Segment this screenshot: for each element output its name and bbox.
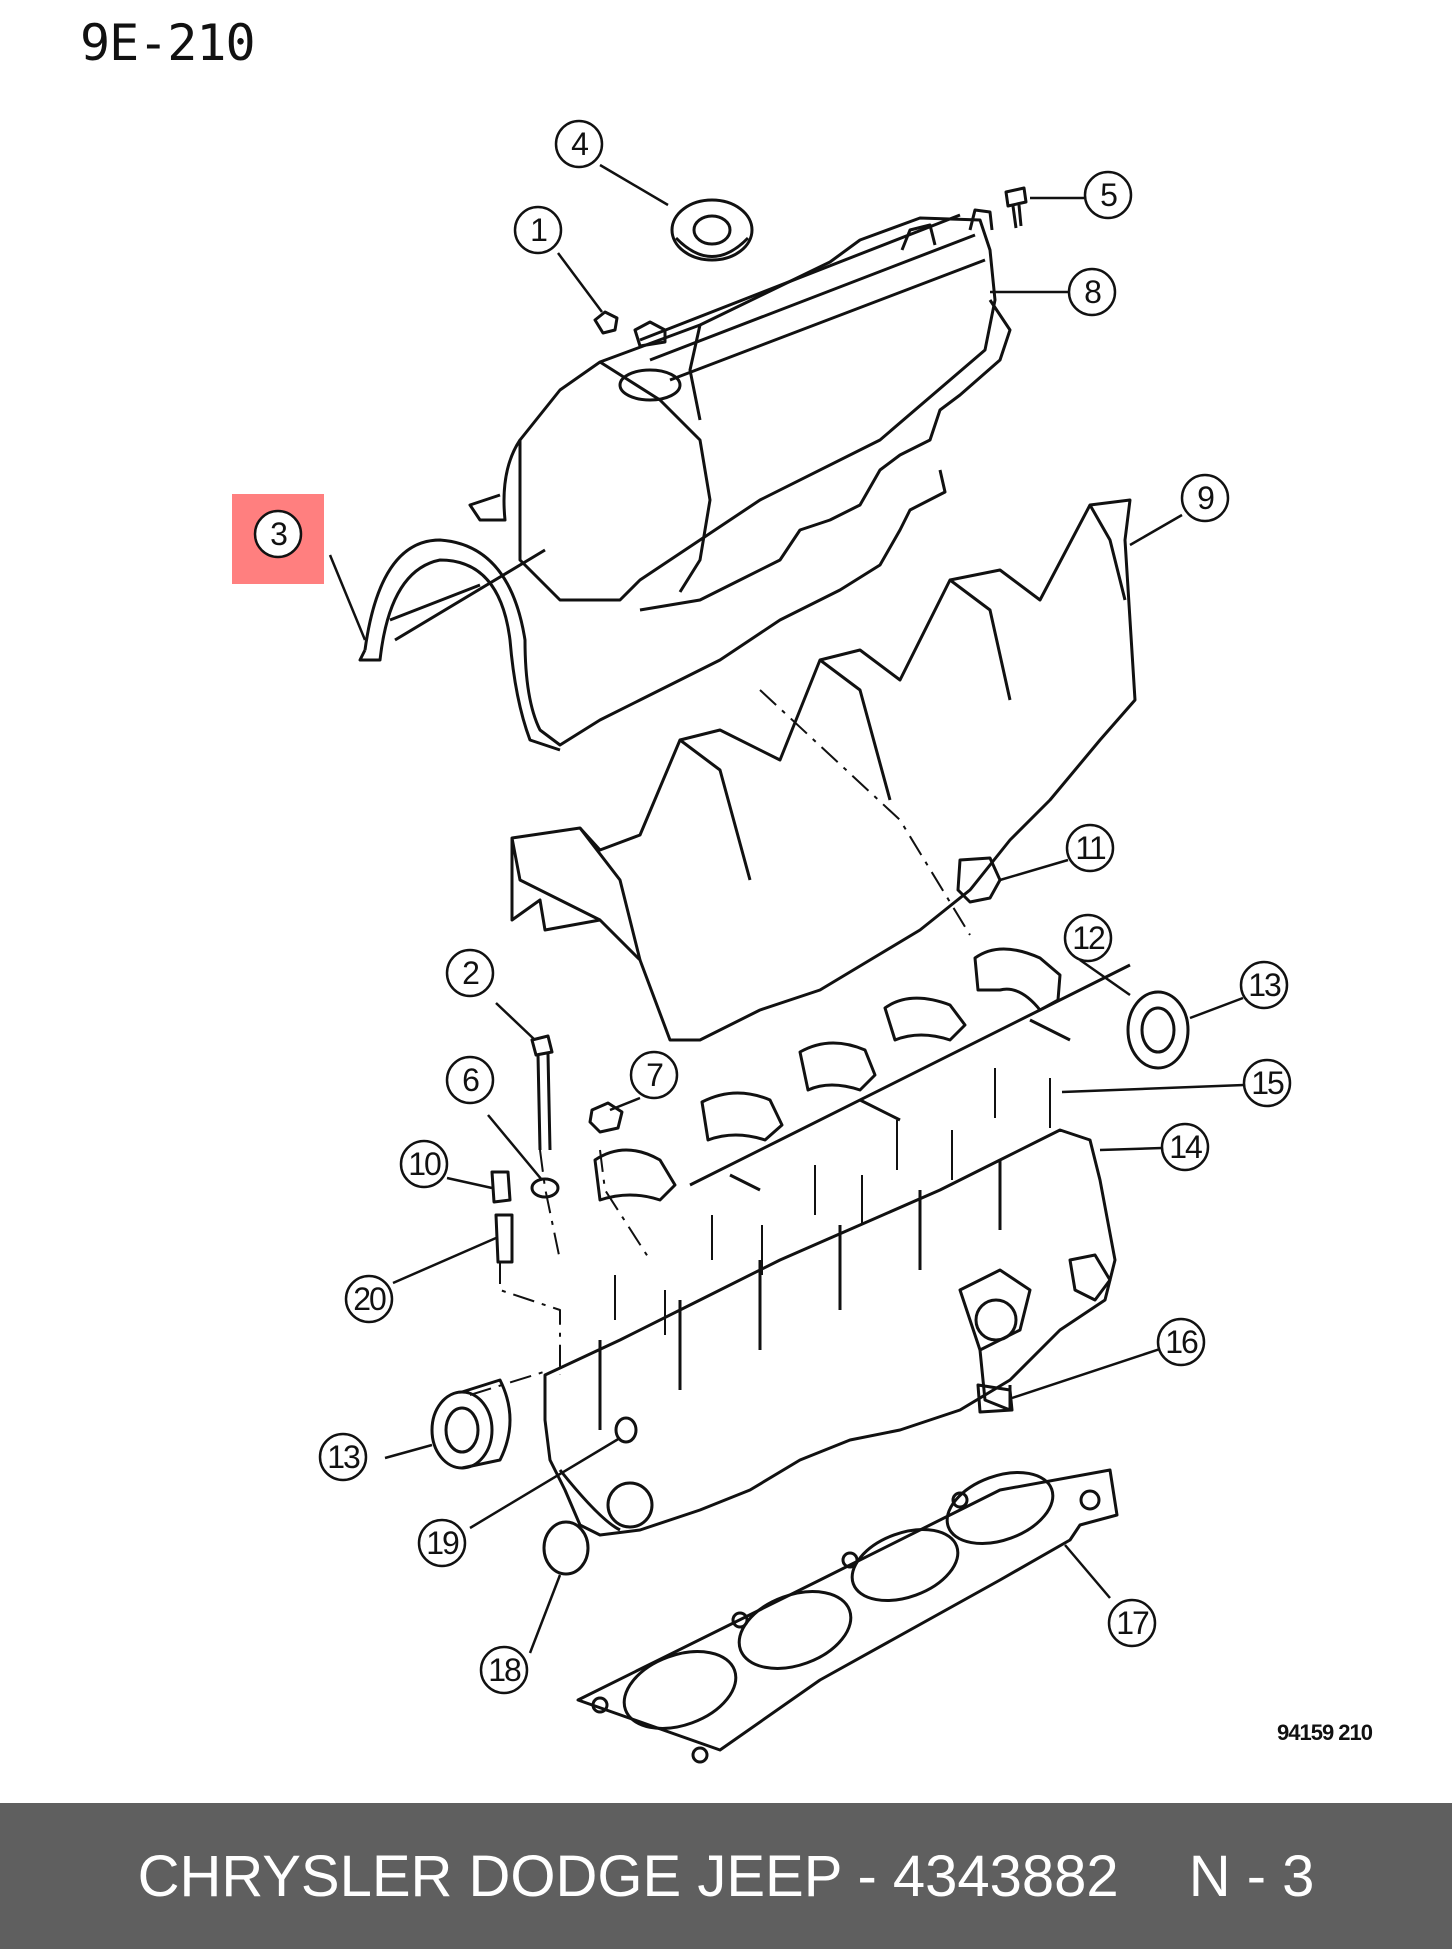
callout-number: 9	[1197, 480, 1214, 516]
callout-20: 20	[344, 1274, 394, 1324]
valve-cover-drawing	[468, 208, 1012, 612]
stud-drawing	[490, 1170, 512, 1204]
dowel-drawing	[976, 1383, 1014, 1414]
callout-19: 19	[417, 1518, 467, 1568]
callout-1: 1	[513, 205, 563, 255]
callout-number: 13	[1248, 967, 1281, 1003]
callout-number: 17	[1116, 1605, 1149, 1641]
studs-drawing	[614, 1068, 1051, 1335]
head-bolt-drawing	[530, 1034, 554, 1151]
stud-lower-drawing	[494, 1213, 514, 1264]
callout-circle	[1239, 960, 1289, 1010]
callout-number: 8	[1084, 274, 1101, 310]
callout-2: 2	[445, 948, 495, 998]
callout-10: 10	[399, 1139, 449, 1189]
alignment-lines	[469, 689, 971, 1396]
callout-number: 15	[1251, 1065, 1284, 1101]
callout-circle	[479, 1645, 529, 1695]
drawing-reference-number: 94159 210	[1277, 1720, 1373, 1745]
stud-nut-drawing	[588, 1101, 624, 1134]
callout-9: 9	[1180, 473, 1230, 523]
quantity-text: N - 3	[1188, 1843, 1315, 1909]
diagram-code: 9E-210	[80, 14, 256, 72]
cam-bracket-drawing	[956, 856, 1002, 904]
callout-12: 12	[1063, 913, 1113, 963]
callout-circle	[253, 509, 303, 559]
callout-circle	[318, 1432, 368, 1482]
callout-circle	[1180, 473, 1230, 523]
callout-circle	[1242, 1058, 1292, 1108]
callout-number: 3	[270, 516, 287, 552]
callout-circle	[1063, 913, 1113, 963]
callout-number: 16	[1165, 1324, 1198, 1360]
small-plug-drawing	[614, 1416, 638, 1444]
callout-number: 6	[462, 1062, 479, 1098]
part-drawings	[358, 186, 1190, 1764]
callout-circle	[445, 1055, 495, 1105]
callout-circle	[629, 1050, 679, 1100]
callout-13: 13	[318, 1432, 368, 1482]
callout-18: 18	[479, 1645, 529, 1695]
callout-circle	[1083, 170, 1133, 220]
breather-fitting-drawing	[633, 320, 667, 348]
callout-number: 4	[571, 126, 588, 162]
bolt-washer-drawing	[530, 1177, 560, 1199]
callout-number: 11	[1075, 830, 1105, 866]
callout-circle	[1067, 267, 1117, 317]
callout-4: 4	[554, 119, 604, 169]
leader-lines	[328, 163, 1245, 1654]
callout-3: 3	[253, 509, 303, 559]
callout-circle	[513, 205, 563, 255]
callout-circle	[399, 1139, 449, 1189]
callout-8: 8	[1067, 267, 1117, 317]
callout-14: 14	[1160, 1122, 1210, 1172]
callout-number: 2	[462, 955, 479, 991]
callout-circle	[1156, 1317, 1206, 1367]
callout-number: 7	[646, 1057, 663, 1093]
callout-number: 13	[327, 1439, 360, 1475]
grommet-drawing	[593, 310, 619, 335]
part-number-text: CHRYSLER DODGE JEEP - 4343882	[137, 1843, 1119, 1909]
callout-7: 7	[629, 1050, 679, 1100]
callout-number: 12	[1072, 920, 1105, 956]
callout-16: 16	[1156, 1317, 1206, 1367]
callout-11: 11	[1065, 823, 1115, 873]
oil-filler-cap-drawing	[670, 198, 754, 262]
callout-circle	[554, 119, 604, 169]
callout-17: 17	[1107, 1598, 1157, 1648]
lower-seal-drawing	[430, 1390, 494, 1470]
callout-13: 13	[1239, 960, 1289, 1010]
part-info-footer: CHRYSLER DODGE JEEP - 4343882 N - 3	[0, 1803, 1452, 1949]
cylinder-head-drawing	[543, 1128, 1117, 1537]
head-gasket-drawing	[576, 1468, 1119, 1764]
bearing-caps-drawing	[593, 947, 1131, 1202]
callout-number: 20	[353, 1281, 386, 1317]
callout-number: 1	[530, 212, 547, 248]
camshaft-housing-drawing	[510, 498, 1137, 1042]
callout-circle	[344, 1274, 394, 1324]
callout-number: 5	[1100, 177, 1117, 213]
callout-5: 5	[1083, 170, 1133, 220]
cover-bolt-drawing	[1004, 186, 1028, 229]
core-plug-drawing	[542, 1520, 590, 1576]
callout-circle	[1065, 823, 1115, 873]
callout-number: 14	[1169, 1129, 1202, 1165]
callout-number: 10	[408, 1146, 441, 1182]
callout-6: 6	[445, 1055, 495, 1105]
callout-15: 15	[1242, 1058, 1292, 1108]
callout-circle	[1107, 1598, 1157, 1648]
upper-seal-drawing	[1126, 990, 1190, 1070]
callout-circle	[1160, 1122, 1210, 1172]
cover-gasket-drawing	[358, 469, 947, 752]
callout-circle	[445, 948, 495, 998]
callout-number: 18	[488, 1652, 521, 1688]
callout-number: 19	[426, 1525, 459, 1561]
callout-circle	[417, 1518, 467, 1568]
